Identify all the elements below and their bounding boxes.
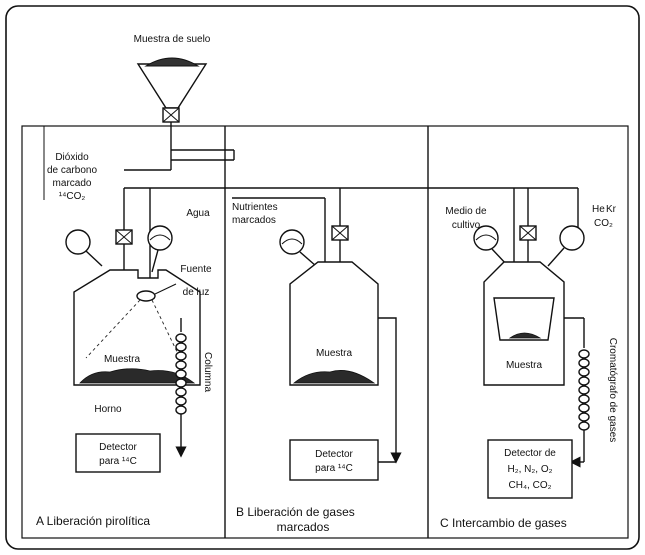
c-column <box>578 349 590 431</box>
c-sample-label: Muestra <box>506 360 543 371</box>
c-medium-label-1: Medio de <box>445 206 487 217</box>
a-detector <box>75 433 161 473</box>
a-oven-label: Horno <box>94 404 122 415</box>
a-column <box>175 333 187 415</box>
c-caption: C Intercambio de gases <box>440 516 567 530</box>
a-caption: A Liberación pirolítica <box>36 514 150 528</box>
top-sample-label: Muestra de suelo <box>134 34 211 45</box>
a-detector-label-1: Detector <box>99 442 137 453</box>
b-flask <box>289 261 379 386</box>
a-sample-label: Muestra <box>104 354 141 365</box>
a-co2-label-3: marcado <box>53 178 92 189</box>
b-nutrients-label-1: Nutrientes <box>232 202 278 213</box>
a-column-label: Columna <box>202 352 213 392</box>
a-co2-label-4: ¹⁴CO₂ <box>59 191 86 202</box>
c-he-label-1: He <box>592 204 605 215</box>
a-co2-label-1: Dióxido <box>55 152 89 163</box>
b-caption-2: marcados <box>277 520 330 534</box>
b-nutrients-label-2: marcados <box>232 215 276 226</box>
b-detector-label-2: para ¹⁴C <box>315 463 353 474</box>
a-light-source <box>136 290 156 302</box>
a-detector-label-2: para ¹⁴C <box>99 456 137 467</box>
b-detector-label-1: Detector <box>315 449 353 460</box>
c-he-label-2: Kr <box>606 204 617 215</box>
inner-frame <box>21 125 629 539</box>
panel-c: Medio de cultivo He Kr CO₂ Muestra <box>440 188 618 530</box>
b-sample-label: Muestra <box>316 348 353 359</box>
a-light-label-1: Fuente <box>180 264 212 275</box>
a-co2-label-2: de carbono <box>47 165 97 176</box>
c-chromatograph-label: Cromatógrafo de gases <box>607 338 618 443</box>
sample-hopper: Muestra de suelo <box>124 34 235 171</box>
a-gauge-left <box>65 229 91 255</box>
c-detector-label-3: CH₄, CO₂ <box>509 480 552 491</box>
c-gauge-left <box>473 225 499 251</box>
b-gauge <box>279 229 305 255</box>
a-light-label-2: de luz <box>183 287 210 298</box>
panel-a: Dióxido de carbono marcado ¹⁴CO₂ Agua Fu… <box>36 152 213 528</box>
c-detector-label-1: Detector de <box>504 448 556 459</box>
b-detector <box>289 439 379 481</box>
a-flask <box>73 269 201 386</box>
c-detector-label-2: H₂, N₂, O₂ <box>508 464 553 475</box>
panel-b: Nutrientes marcados Muestra Detector par… <box>232 188 402 534</box>
c-detector <box>487 439 573 499</box>
c-he-label-3: CO₂ <box>594 218 613 229</box>
b-caption-1: B Liberación de gases <box>236 505 355 519</box>
c-medium-label-2: cultivo <box>452 220 481 231</box>
c-gauge-right <box>559 225 585 251</box>
a-gauge-right <box>147 225 173 251</box>
a-water-label: Agua <box>186 208 210 219</box>
